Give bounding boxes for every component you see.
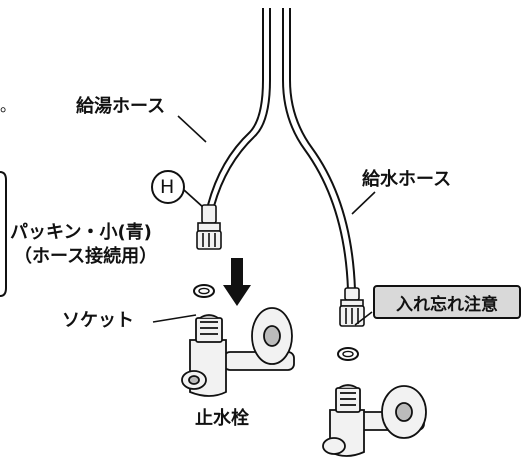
cold-hose-fitting [339,287,365,327]
supply-pipes [207,8,356,291]
top-marker: 。 [0,96,17,115]
panel-bracket [0,171,7,297]
packing-label: パッキン・小(青) [10,222,152,243]
stop-valve-left [181,307,295,397]
hot-hose-label: 給湯ホース [76,96,166,117]
stop-valve-label: 止水栓 [195,408,249,429]
packing-usage-label: （ホース接続用） [14,246,158,267]
stop-valve-right [322,384,427,457]
warning-badge: 入れ忘れ注意 [373,285,521,319]
packing-washer-left [193,284,215,298]
packing-washer-right [337,347,359,361]
hot-hose-fitting [196,204,222,250]
h-callout [151,170,205,209]
warning-text: 入れ忘れ注意 [396,294,498,315]
socket-label: ソケット [62,310,134,331]
leader-lines [152,115,376,326]
h-callout-letter: H [160,176,175,198]
down-arrow-icon [223,258,251,306]
cold-hose-label: 給水ホース [362,169,452,190]
